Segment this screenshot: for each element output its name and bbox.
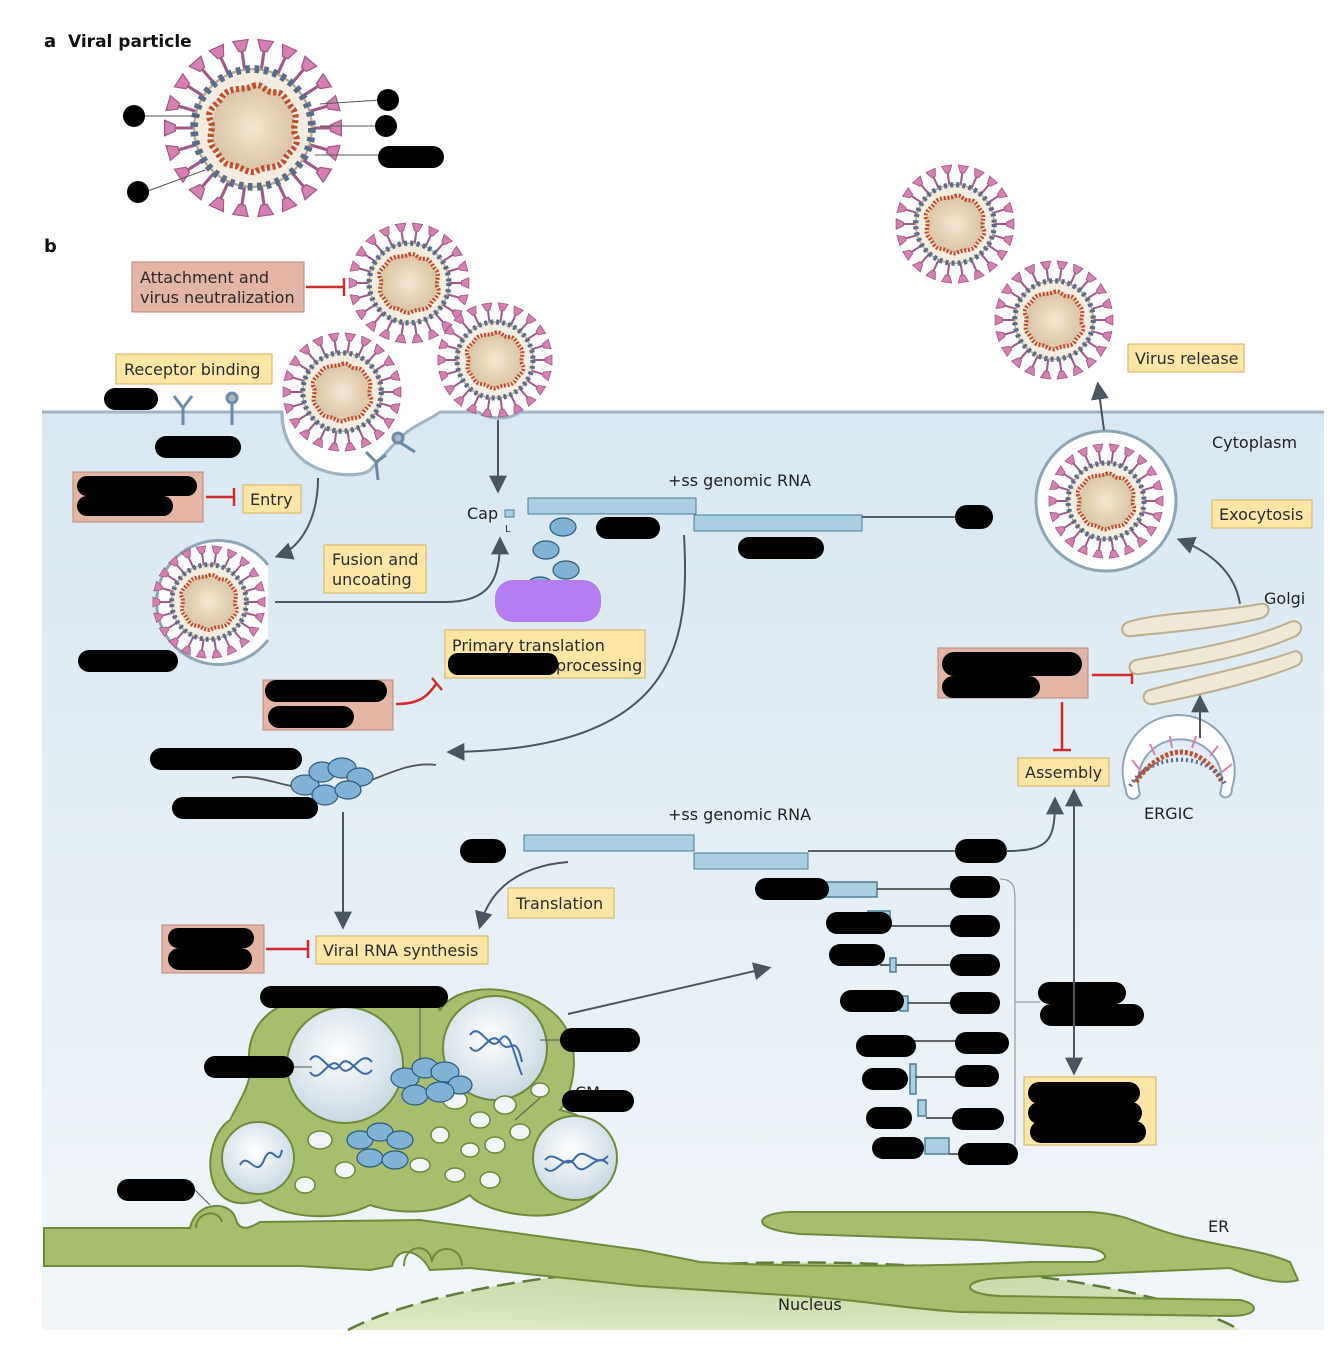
primary-translation-line-1: Primary translation: [452, 636, 605, 655]
assembly-step: Assembly: [1017, 757, 1110, 787]
virion-release-2: [995, 261, 1113, 379]
redaction-cm: [562, 1090, 634, 1112]
primary-translation-inhibitor-box: [262, 677, 443, 731]
er-label: ER: [1208, 1217, 1229, 1236]
assembly-inhibitor-box: [937, 647, 1134, 752]
cap-label-top: Cap: [467, 504, 498, 523]
translation-arrow: [474, 861, 569, 930]
polysome: [150, 748, 437, 819]
golgi-label: Golgi: [1264, 589, 1305, 608]
nucleus-label: Nucleus: [778, 1295, 842, 1314]
redaction-marks-receptors: [104, 388, 241, 458]
virion-fusing-membrane: [438, 303, 552, 417]
virion-attaching: [349, 223, 469, 343]
release-arrow: [1090, 381, 1109, 431]
ergic-label: ERGIC: [1144, 804, 1194, 823]
exocytosis-label: Exocytosis: [1219, 505, 1303, 524]
attachment-line-1: Attachment and: [140, 268, 269, 287]
ribosome-icon: [290, 757, 374, 806]
golgi-to-vesicle-arrow: [1176, 536, 1241, 605]
viral-rna-synthesis-step: Viral RNA synthesis: [315, 935, 489, 965]
redaction-endosome: [78, 650, 178, 672]
fusion-line-1: Fusion and: [332, 550, 418, 569]
secretory-vesicle: [1034, 429, 1178, 573]
golgi-apparatus: [1121, 602, 1303, 706]
assembly-label: Assembly: [1025, 763, 1102, 782]
fusion-line-2: uncoating: [332, 570, 412, 589]
primary-translation-line-2: processing: [556, 656, 642, 675]
cytoplasm-label: Cytoplasm: [1212, 433, 1297, 452]
fusion-uncoating-step: Fusion and uncoating: [323, 544, 427, 594]
genomic-rna-mid: +ss genomic RNA: [460, 796, 1064, 870]
exocytosis-step: Exocytosis: [1211, 499, 1313, 529]
redaction-purple: [495, 580, 601, 622]
coronavirus-particle-icon: [165, 39, 342, 216]
y-shaped-receptor-icon: [172, 391, 416, 481]
organelle-to-sgrna-arrow: [567, 962, 772, 1015]
translation-step: Translation: [507, 887, 615, 919]
virion-release-1: [896, 165, 1014, 283]
primary-translation-step: Primary translation processing: [444, 629, 646, 679]
receptor-binding-label: Receptor binding: [124, 360, 260, 379]
entry-inhibitor-box: [72, 471, 236, 523]
entry-label: Entry: [250, 490, 293, 509]
genomic-rna-mid-label: +ss genomic RNA: [668, 805, 811, 824]
double-membrane-vesicle-network: [209, 988, 618, 1218]
redaction-marks-panel-a: [123, 89, 444, 203]
endoplasmic-reticulum: [43, 1205, 1300, 1318]
uncoating-arrow: [275, 536, 509, 603]
rna-synthesis-inhibitor-box: [161, 924, 310, 974]
entry-step: Entry: [242, 484, 302, 514]
attachment-inhibitor-box: Attachment and virus neutralization: [131, 261, 346, 313]
l-mark-top: L: [505, 524, 511, 535]
virus-release-label: Virus release: [1135, 349, 1239, 368]
redaction-dmv-right: [560, 1028, 640, 1052]
redaction-sgrna: [755, 876, 1144, 1165]
panel-b-letter: b: [44, 236, 57, 257]
redaction-dmv-left: [204, 1056, 294, 1078]
receptor-binding-step: Receptor binding: [115, 353, 273, 385]
panel-a-title: Viral particle: [68, 32, 192, 52]
genomic-rna-top-label: +ss genomic RNA: [668, 471, 811, 490]
redaction-er-tag: [117, 1179, 195, 1201]
attachment-line-2: virus neutralization: [140, 288, 295, 307]
viral-rna-synthesis-label: Viral RNA synthesis: [323, 941, 478, 960]
translation-label: Translation: [515, 894, 603, 913]
entry-arrow: [274, 477, 319, 560]
double-helix-icon: [239, 1030, 609, 1172]
particle-callout-lines: [144, 99, 381, 193]
genomic-rna-top: +ss genomic RNA Cap L: [467, 471, 993, 559]
virus-release-step: Virus release: [1127, 343, 1245, 373]
virion-endocytosed: [283, 333, 401, 451]
panel-a-letter: a: [44, 31, 56, 52]
plasma-membrane-invagination: [280, 411, 372, 477]
redaction-dmv-label: [260, 986, 448, 1008]
rna-to-translation-arrow: [446, 534, 687, 761]
ribosome-icon: [346, 1057, 473, 1170]
structural-proteins-box: [1023, 1076, 1157, 1146]
ergic-compartment: [1121, 713, 1236, 800]
endosome: [153, 539, 270, 666]
